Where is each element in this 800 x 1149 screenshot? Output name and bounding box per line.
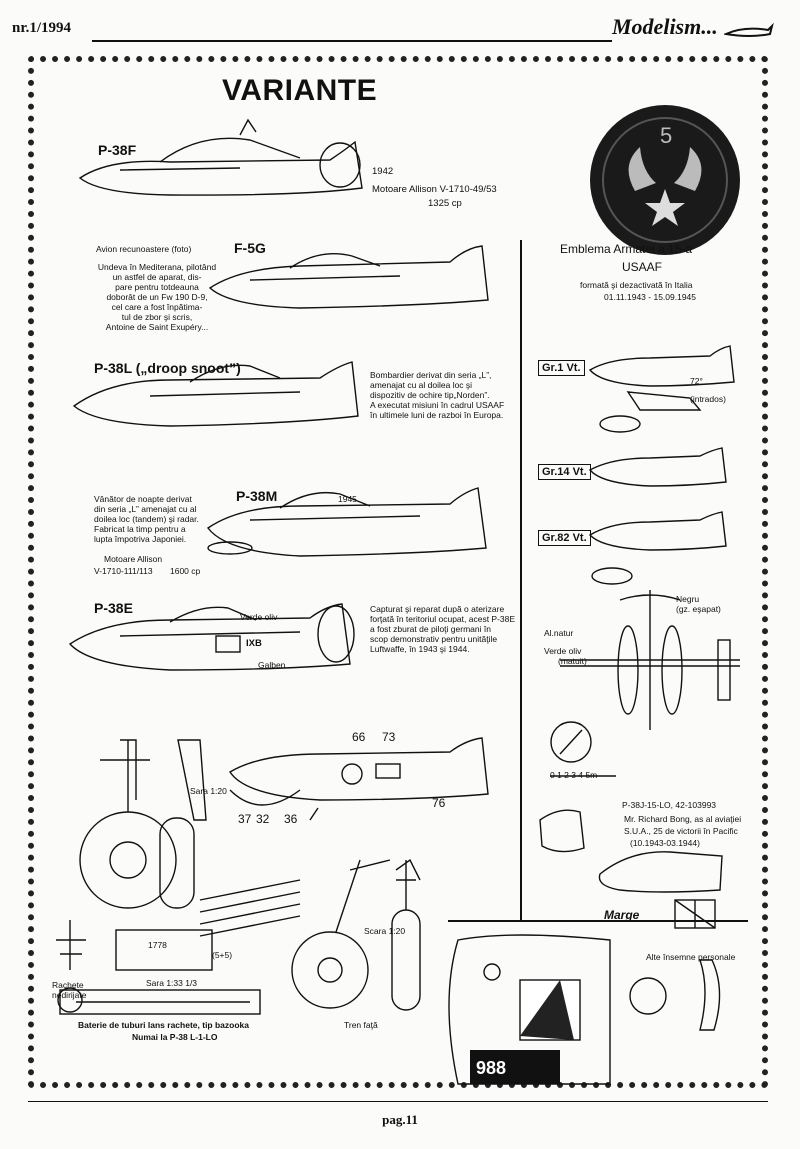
marge-nose-art: Marge <box>604 908 640 922</box>
issue-number: nr.1/1994 <box>12 20 72 36</box>
plane-logo-icon <box>724 22 774 37</box>
dimension-label: 1778 <box>148 940 167 950</box>
page-title: VARIANTE <box>222 74 378 107</box>
column-divider <box>520 240 522 920</box>
section-divider <box>448 920 748 922</box>
emblem-subtitle: USAAF <box>622 260 663 274</box>
p38f-label: P-38F <box>98 142 137 158</box>
p38f-year: 1942 <box>372 166 394 177</box>
p38m-year: 1945 <box>338 494 357 504</box>
p38e-code: IXB <box>246 638 262 649</box>
angle-label: 72° <box>690 376 703 386</box>
callout-76: 76 <box>432 796 446 810</box>
dimension-label-2: (5+5) <box>212 950 233 960</box>
emblem-dates: 01.11.1943 - 15.09.1945 <box>604 292 697 302</box>
group-82-label: Gr.82 Vt. <box>538 530 591 546</box>
page-number: pag.11 <box>382 1112 418 1127</box>
nose-gear-label: Tren faţă <box>344 1020 378 1030</box>
p38m-label: P-38M <box>236 488 278 504</box>
nose-number: 988 <box>476 1058 507 1078</box>
p38f-power: 1325 cp <box>428 198 462 209</box>
color-olive-drab: Verde oliv <box>544 646 582 656</box>
battery-note: Numai la P-38 L-1-LO <box>132 1032 218 1042</box>
bong-line-1: Mr. Richard Bong, as al aviaţiei <box>624 814 742 824</box>
p38l-label: P-38L („droop snoot”) <box>94 360 241 376</box>
emblem-note: formată şi dezactivată în Italia <box>580 280 693 290</box>
emblem-title: Emblema Armatei a 15-a <box>560 242 693 256</box>
scale-label-2: Scara 1:20 <box>364 926 406 936</box>
p38m-power: 1600 cp <box>170 566 201 576</box>
callout-73: 73 <box>382 730 396 744</box>
header-rule <box>92 40 612 42</box>
footer-rule <box>28 1101 768 1102</box>
page-border <box>28 56 768 1088</box>
bong-line-3: (10.1943-03.1944) <box>630 838 700 848</box>
p38e-color-olive: Verde oliv <box>240 612 278 622</box>
color-natural-metal: Al.natur <box>544 628 574 638</box>
color-matte: (matuit) <box>558 656 587 666</box>
p38m-engine: Motoare Allison <box>104 554 163 564</box>
group-1-label: Gr.1 Vt. <box>538 360 585 376</box>
scale-label-1: Sara 1:20 <box>190 786 227 796</box>
p38e-label: P-38E <box>94 600 133 616</box>
bong-line-2: S.U.A., 25 de victorii în Pacific <box>624 826 738 836</box>
callout-37: 37 <box>238 812 252 826</box>
intrados-label: (intrados) <box>690 394 726 404</box>
fifteenth-air-force-emblem: 5 <box>590 105 740 255</box>
battery-label: Baterie de tuburi lans rachete, tip bazo… <box>78 1020 249 1030</box>
scale-label-3: Sara 1:33 1/3 <box>146 978 198 988</box>
p38m-engine-model: V-1710-111/113 <box>94 566 153 576</box>
f5g-caption: Avion recunoastere (foto) <box>96 244 192 254</box>
color-exhaust: (gz. eşapat) <box>676 604 721 614</box>
scale-bar-label: 0 1 2 3 4 5m <box>550 770 598 780</box>
f5g-label: F-5G <box>234 240 266 256</box>
color-black: Negru <box>676 594 700 604</box>
personal-insignia-label: Alte însemne personale <box>646 952 736 962</box>
callout-32: 32 <box>256 812 270 826</box>
group-14-label: Gr.14 Vt. <box>538 464 591 480</box>
emblem-number: 5 <box>660 123 672 148</box>
p38e-color-yellow: Galben <box>258 660 286 670</box>
p38f-engine: Motoare Allison V-1710-49/53 <box>372 184 497 195</box>
magazine-logo: Modelism... <box>612 14 718 39</box>
bong-serial: P-38J-15-LO, 42-103993 <box>622 800 717 810</box>
p38l-note: Bombardier derivat din seria „L”,amenaja… <box>370 370 505 420</box>
callout-66: 66 <box>352 730 366 744</box>
callout-36: 36 <box>284 812 298 826</box>
